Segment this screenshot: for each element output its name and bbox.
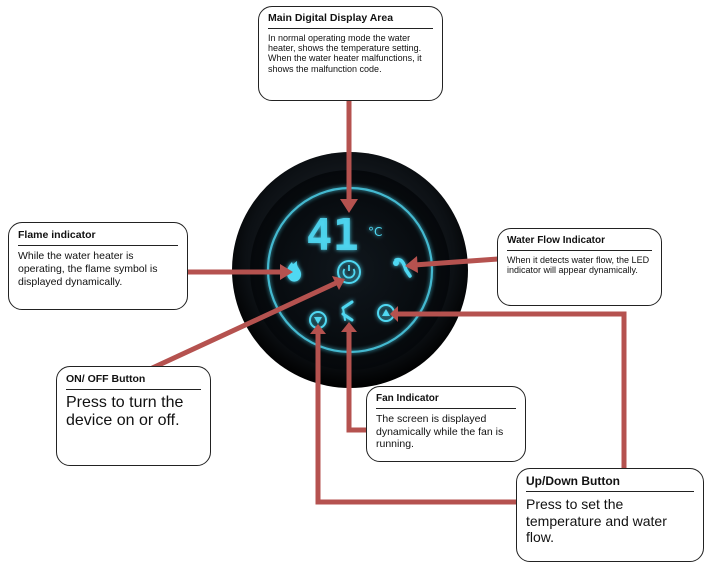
connector-arrowheads xyxy=(280,199,418,334)
arrowhead-onoff xyxy=(332,276,345,290)
callout-onoff-title: ON/ OFF Button xyxy=(66,373,201,390)
callout-updown-desc: Press to set the temperature and water f… xyxy=(526,496,667,546)
power-icon xyxy=(342,268,356,279)
arrowhead-down xyxy=(310,324,326,334)
callout-fan: Fan Indicator The screen is displayed dy… xyxy=(366,386,526,462)
connector-up xyxy=(396,311,627,473)
callout-flame-desc: While the water heater is operating, the… xyxy=(18,249,158,289)
down-arrow-icon xyxy=(314,317,322,324)
control-panel: 41 °C xyxy=(232,152,468,388)
water-flow-icon xyxy=(393,257,412,278)
callout-waterflow-title: Water Flow Indicator xyxy=(507,235,652,251)
callout-display-desc: In normal operating mode the water heate… xyxy=(268,32,422,74)
callout-waterflow: Water Flow Indicator When it detects wat… xyxy=(497,228,662,306)
callout-flame-title: Flame indicator xyxy=(18,229,178,246)
connector-waterflow xyxy=(413,256,499,268)
callout-onoff-desc: Press to turn the device on or off. xyxy=(66,393,184,429)
arrowhead-display xyxy=(340,199,358,213)
temperature-unit: °C xyxy=(368,225,382,239)
callout-fan-desc: The screen is displayed dynamically whil… xyxy=(376,413,504,451)
panel-face xyxy=(250,170,450,370)
arrowhead-flame xyxy=(280,264,293,280)
flame-icon xyxy=(286,261,302,282)
digital-display: 41 °C xyxy=(306,210,382,261)
connector-onoff xyxy=(146,280,338,373)
callout-waterflow-desc: When it detects water flow, the LED indi… xyxy=(507,255,650,276)
fan-icon xyxy=(341,300,354,322)
temperature-digits: 41 xyxy=(306,210,359,261)
callout-display-title: Main Digital Display Area xyxy=(268,12,433,29)
callout-display: Main Digital Display Area In normal oper… xyxy=(258,6,443,101)
callout-updown-title: Up/Down Button xyxy=(526,474,694,493)
connector-down xyxy=(315,332,517,505)
arrowhead-waterflow xyxy=(405,256,418,273)
callout-onoff: ON/ OFF Button Press to turn the device … xyxy=(56,366,211,466)
arrowhead-fan xyxy=(341,322,357,332)
arrowhead-up xyxy=(390,306,398,322)
callout-flame: Flame indicator While the water heater i… xyxy=(8,222,188,310)
up-arrow-icon xyxy=(382,309,390,316)
callout-updown: Up/Down Button Press to set the temperat… xyxy=(516,468,704,562)
callout-fan-title: Fan Indicator xyxy=(376,393,516,409)
power-button[interactable] xyxy=(337,260,361,284)
